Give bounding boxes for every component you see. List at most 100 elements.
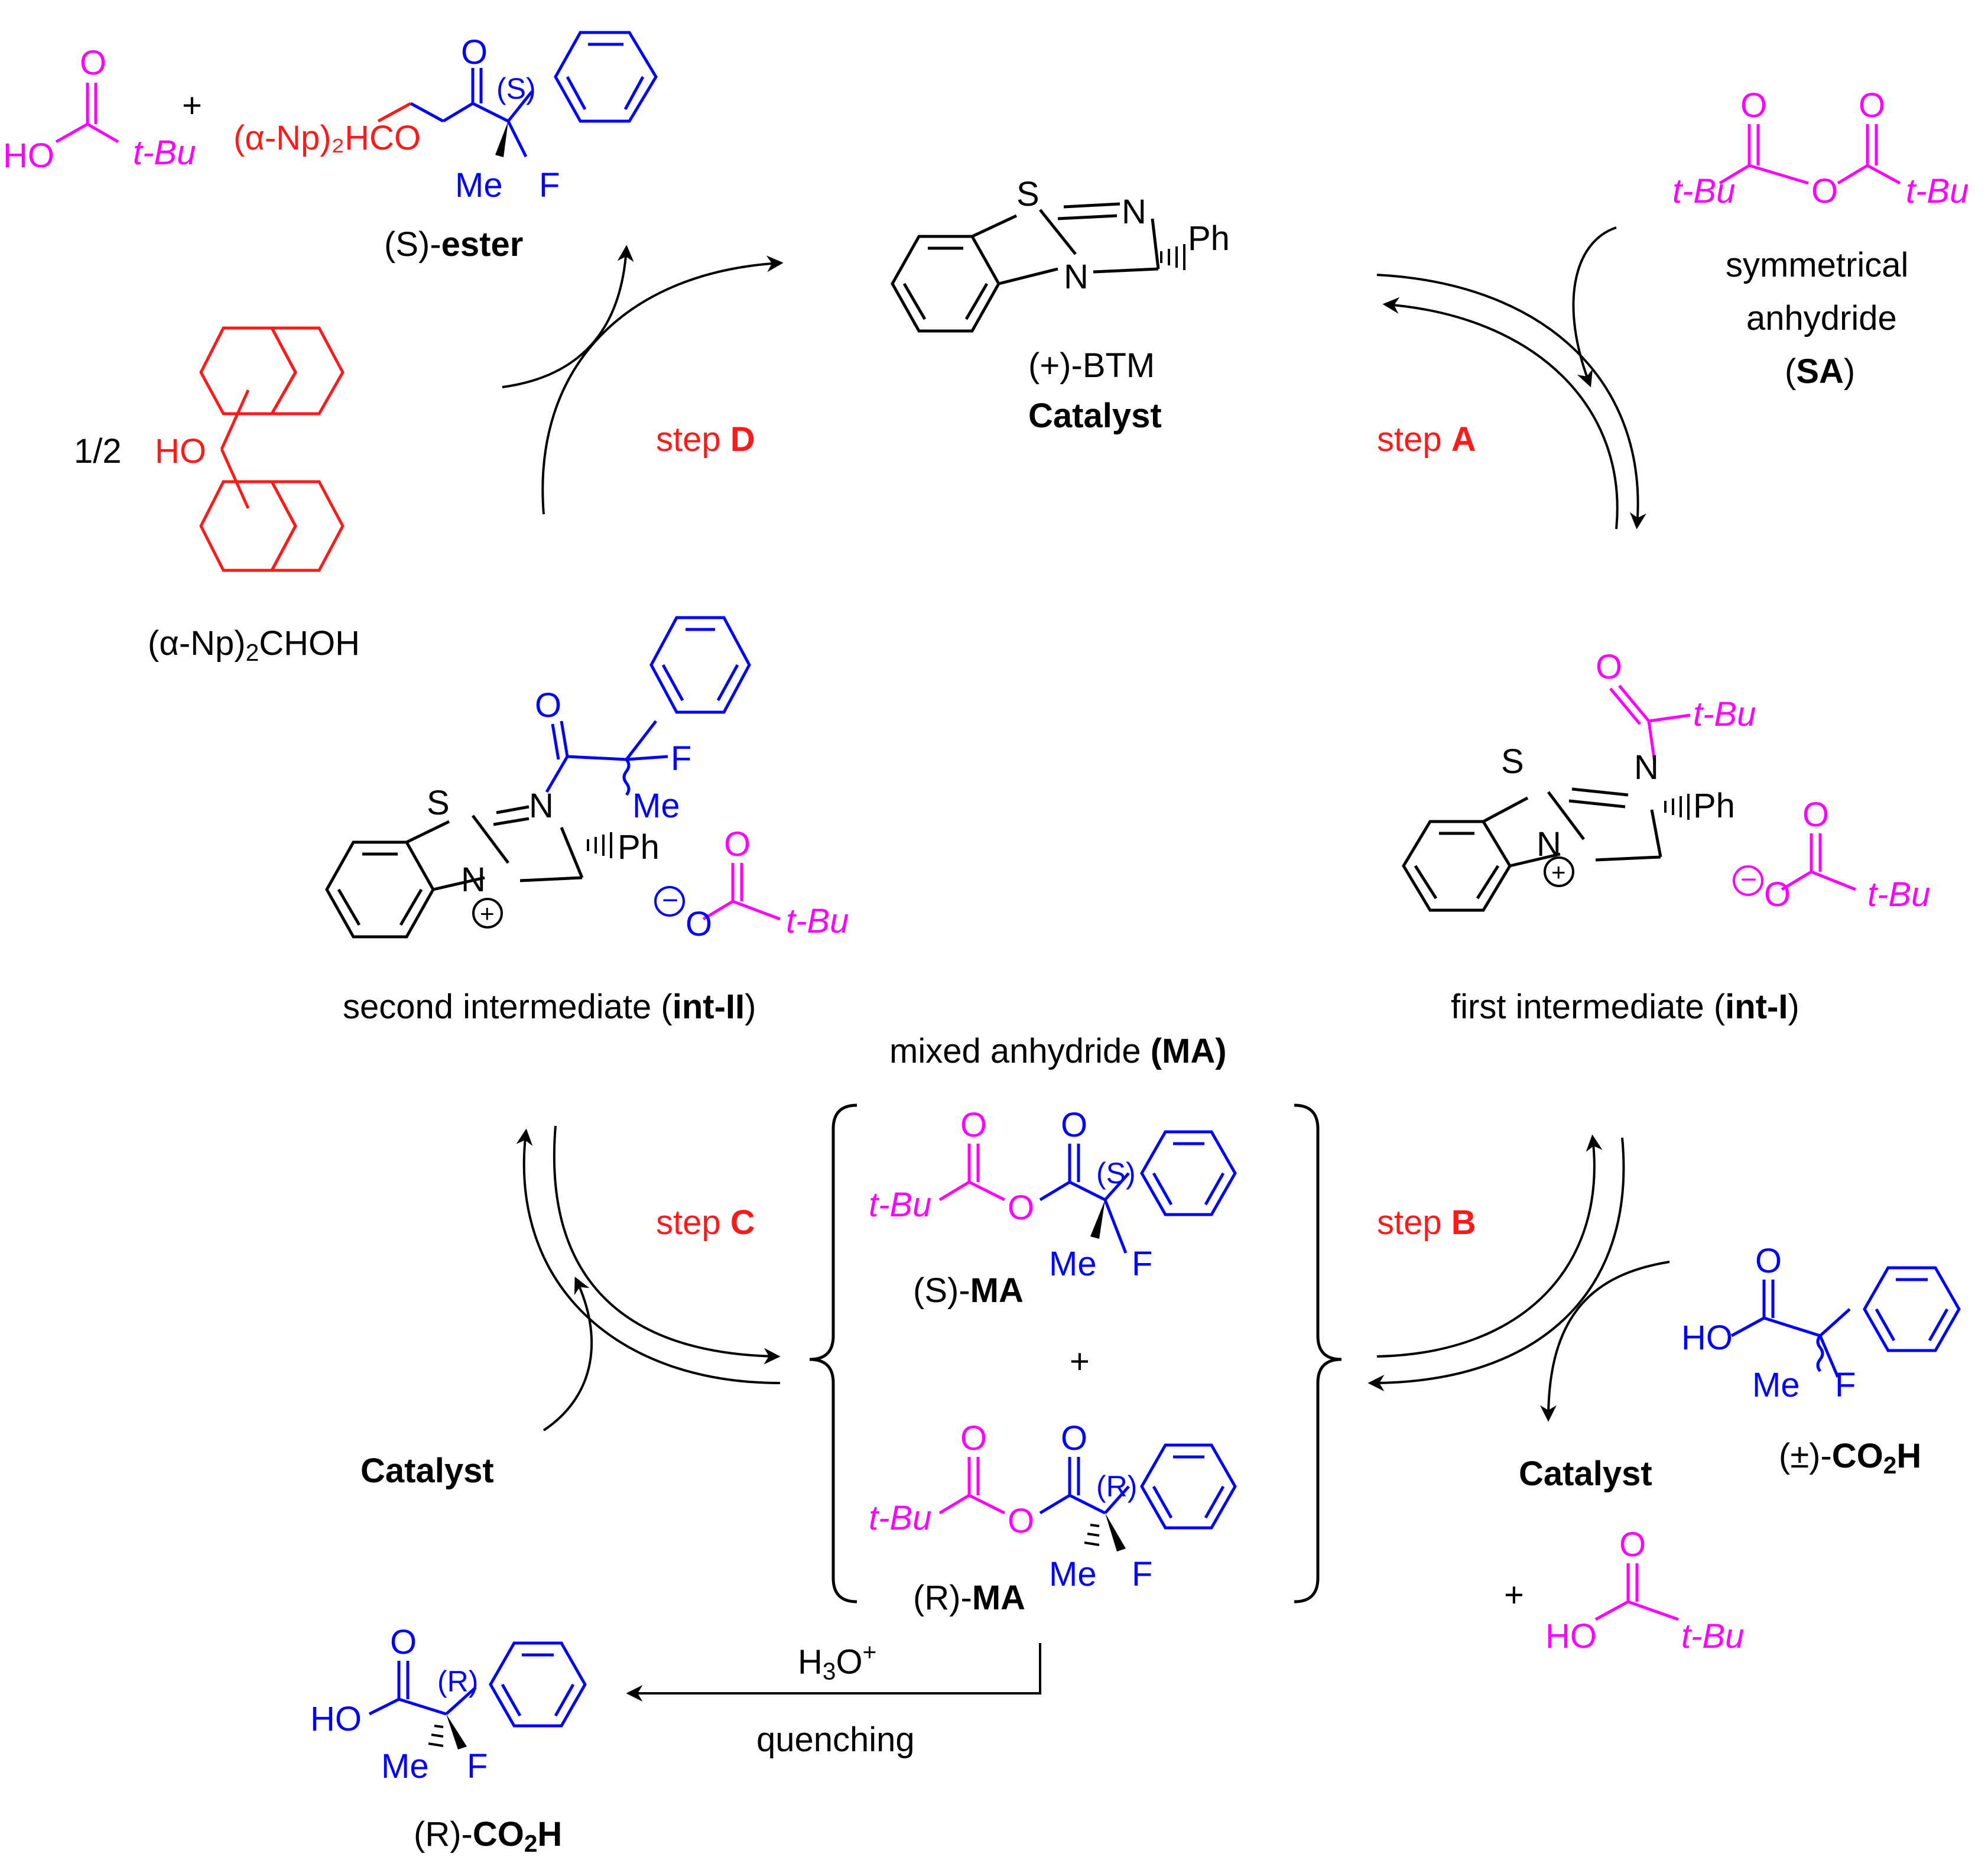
racemic-acid-f: F <box>1835 1366 1856 1404</box>
step-d-arrow <box>541 255 784 515</box>
int1-label: first intermediate (int-I) <box>1451 990 1799 1024</box>
int2-n-acyl: N <box>529 787 554 825</box>
sa-label-close: ) <box>1843 352 1856 391</box>
r-acid-me: Me <box>381 1747 429 1786</box>
r-acid-f: F <box>467 1747 488 1786</box>
sa-label-line2: anhydride <box>1746 299 1897 337</box>
int2-anion-tbu: t-Bu <box>786 902 849 940</box>
int2-anion-o: O <box>686 905 713 943</box>
btm-ph: Ph <box>1188 219 1230 258</box>
pivalic-acid-ho: HO <box>3 137 54 175</box>
int1-ph: Ph <box>1693 787 1735 825</box>
step-d-label: step D <box>656 423 755 457</box>
s-ma-label-bold: MA <box>970 1271 1024 1310</box>
r-acid-bonds <box>368 1641 587 1728</box>
r-ma-label-prefix: (R)- <box>913 1579 972 1617</box>
step-c-letter: C <box>730 1203 755 1242</box>
step-c-catalyst-in <box>543 1276 593 1431</box>
step-c-forward-arrow <box>553 1125 781 1365</box>
int2-label-bold: int-II <box>672 988 745 1026</box>
int1-label-suffix: ) <box>1788 988 1799 1026</box>
ma-right-brace <box>1294 1103 1342 1603</box>
r-acid-label: (R)-CO2H <box>414 1817 562 1856</box>
s-ester-label-prefix: (S)- <box>384 225 441 264</box>
step-d-letter: D <box>730 420 755 459</box>
racemic-acid-label-h: H <box>1896 1437 1922 1475</box>
int1-minus-circle <box>1733 865 1763 896</box>
int1-acyl-o: O <box>1596 648 1623 686</box>
racemic-acid-label-co: CO <box>1831 1437 1883 1475</box>
ester-stereo-s: (S) <box>496 72 536 105</box>
step-b-catalyst-out <box>1540 1261 1670 1422</box>
s-ester-label: (S)-ester <box>384 228 523 262</box>
s-ma-o-piv: O <box>960 1106 987 1144</box>
step-c-label: step C <box>656 1206 755 1240</box>
ma-plus: + <box>1070 1342 1090 1381</box>
s-ma-label: (S)-MA <box>913 1274 1024 1308</box>
pivalic-acid-br-o: O <box>1619 1525 1646 1564</box>
r-acid-stereo: (R) <box>437 1665 479 1698</box>
racemic-acid-label-sub: 2 <box>1883 1452 1897 1479</box>
ester-f: F <box>539 166 560 204</box>
ma-left-brace <box>809 1103 857 1603</box>
catalyst-in-left: Catalyst <box>360 1452 494 1490</box>
int1-bonds <box>1402 787 1662 912</box>
ester-carbonyl-o: O <box>461 33 488 72</box>
step-d-alcohol-in <box>502 245 634 388</box>
int1-label-bold: int-I <box>1725 988 1788 1026</box>
r-ma-tbu: t-Bu <box>869 1499 932 1537</box>
catalyst-released-right: Catalyst <box>1519 1455 1652 1493</box>
btm-n-amine: N <box>1064 258 1089 296</box>
alcohol-label-sub: 2 <box>245 639 259 667</box>
int2-bonds <box>325 805 584 939</box>
step-a-forward-arrow <box>1376 274 1646 530</box>
int2-ph: Ph <box>618 828 660 866</box>
h3o-o: O <box>836 1642 863 1682</box>
int2-acyl-o: O <box>535 686 562 725</box>
alcohol-label: (α-Np)2CHOH <box>148 627 360 665</box>
int1-s: S <box>1501 742 1524 781</box>
step-a-word: step <box>1377 420 1451 459</box>
r-ma-bonds <box>938 1443 1237 1530</box>
pivalic-acid-top-left <box>55 83 119 144</box>
h3o-sup: + <box>862 1638 877 1666</box>
quench-arrow <box>626 1643 1041 1702</box>
sa-label-line3: (SA) <box>1785 355 1855 389</box>
s-ma-tbu: t-Bu <box>869 1186 932 1224</box>
alcohol-label-suffix: CHOH <box>259 624 360 663</box>
step-b-letter: B <box>1451 1203 1476 1242</box>
alcohol-label-prefix: (α-Np) <box>148 624 246 663</box>
ma-title: mixed anhydride (MA) <box>889 1034 1227 1069</box>
pivalic-acid-o: O <box>80 44 107 82</box>
int2-label-suffix: ) <box>745 988 756 1026</box>
r-ma-me: Me <box>1049 1555 1097 1593</box>
step-a-sa-in <box>1572 226 1617 388</box>
int2-plus-sign: + <box>480 900 495 927</box>
sa-o-left: O <box>1740 86 1768 125</box>
plus-sign-top-left: + <box>182 86 202 125</box>
sa-tbu-right: t-Bu <box>1906 172 1969 210</box>
r-ma-o-piv: O <box>960 1419 987 1458</box>
racemic-acid-label-prefix: (±)- <box>1779 1437 1832 1475</box>
step-b-label: step B <box>1377 1206 1476 1240</box>
int2-label: second intermediate (int-II) <box>343 990 756 1024</box>
btm-catalyst-bonds <box>891 202 1160 333</box>
pivalic-acid-tbu: t-Bu <box>133 134 196 172</box>
int1-tbu: t-Bu <box>1693 695 1756 733</box>
step-c-word: step <box>656 1203 730 1242</box>
dinaphthylmethanol-bonds <box>199 326 345 572</box>
r-acid-label-sub: 2 <box>524 1830 538 1858</box>
plus-bottom-right: + <box>1504 1576 1524 1614</box>
int1-hash-bond <box>1664 794 1690 820</box>
r-ma-label-bold: MA <box>972 1579 1026 1617</box>
int2-f: F <box>671 739 692 778</box>
sa-bonds <box>1719 124 1901 185</box>
h3o-label: H3O+ <box>798 1640 876 1683</box>
int2-me: Me <box>632 787 680 825</box>
int1-n-acyl: N <box>1634 748 1659 787</box>
r-ma-label: (R)-MA <box>913 1581 1025 1615</box>
pivalic-acid-br-tbu: t-Bu <box>1681 1617 1745 1656</box>
int1-plus-circle <box>1544 856 1574 887</box>
int2-hash-bond <box>587 832 612 858</box>
s-ma-o-carbonyl: O <box>1061 1106 1088 1144</box>
